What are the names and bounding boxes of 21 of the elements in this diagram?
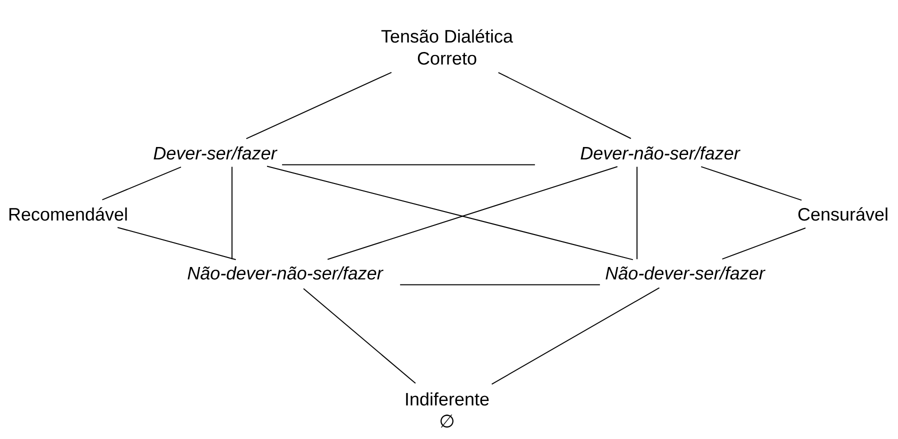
- connector-line: [400, 284, 600, 286]
- node-label: Recomendável: [9, 207, 127, 221]
- node-label: Censurável: [798, 207, 888, 221]
- connector-line: [102, 166, 182, 200]
- connector-line: [498, 72, 632, 139]
- connector-line: [246, 72, 392, 140]
- connector-line: [303, 288, 416, 384]
- node-label: Dever-ser/fazer: [154, 146, 278, 160]
- connector-line: [722, 228, 806, 260]
- connector-line: [700, 166, 802, 201]
- node-label: Indiferente ∅: [406, 392, 489, 428]
- node-label: Não-dever-ser/fazer: [606, 266, 766, 280]
- connector-line: [636, 166, 638, 260]
- connector-line: [117, 226, 236, 260]
- node-label: Tensão Dialética Correto: [381, 29, 513, 65]
- connector-line: [282, 164, 536, 166]
- connector-line: [327, 166, 618, 260]
- node-label: Não-dever-não-ser/fazer: [188, 266, 384, 280]
- node-label: Dever-não-ser/fazer: [580, 146, 740, 160]
- connector-line: [491, 287, 660, 385]
- connector-line: [266, 166, 634, 260]
